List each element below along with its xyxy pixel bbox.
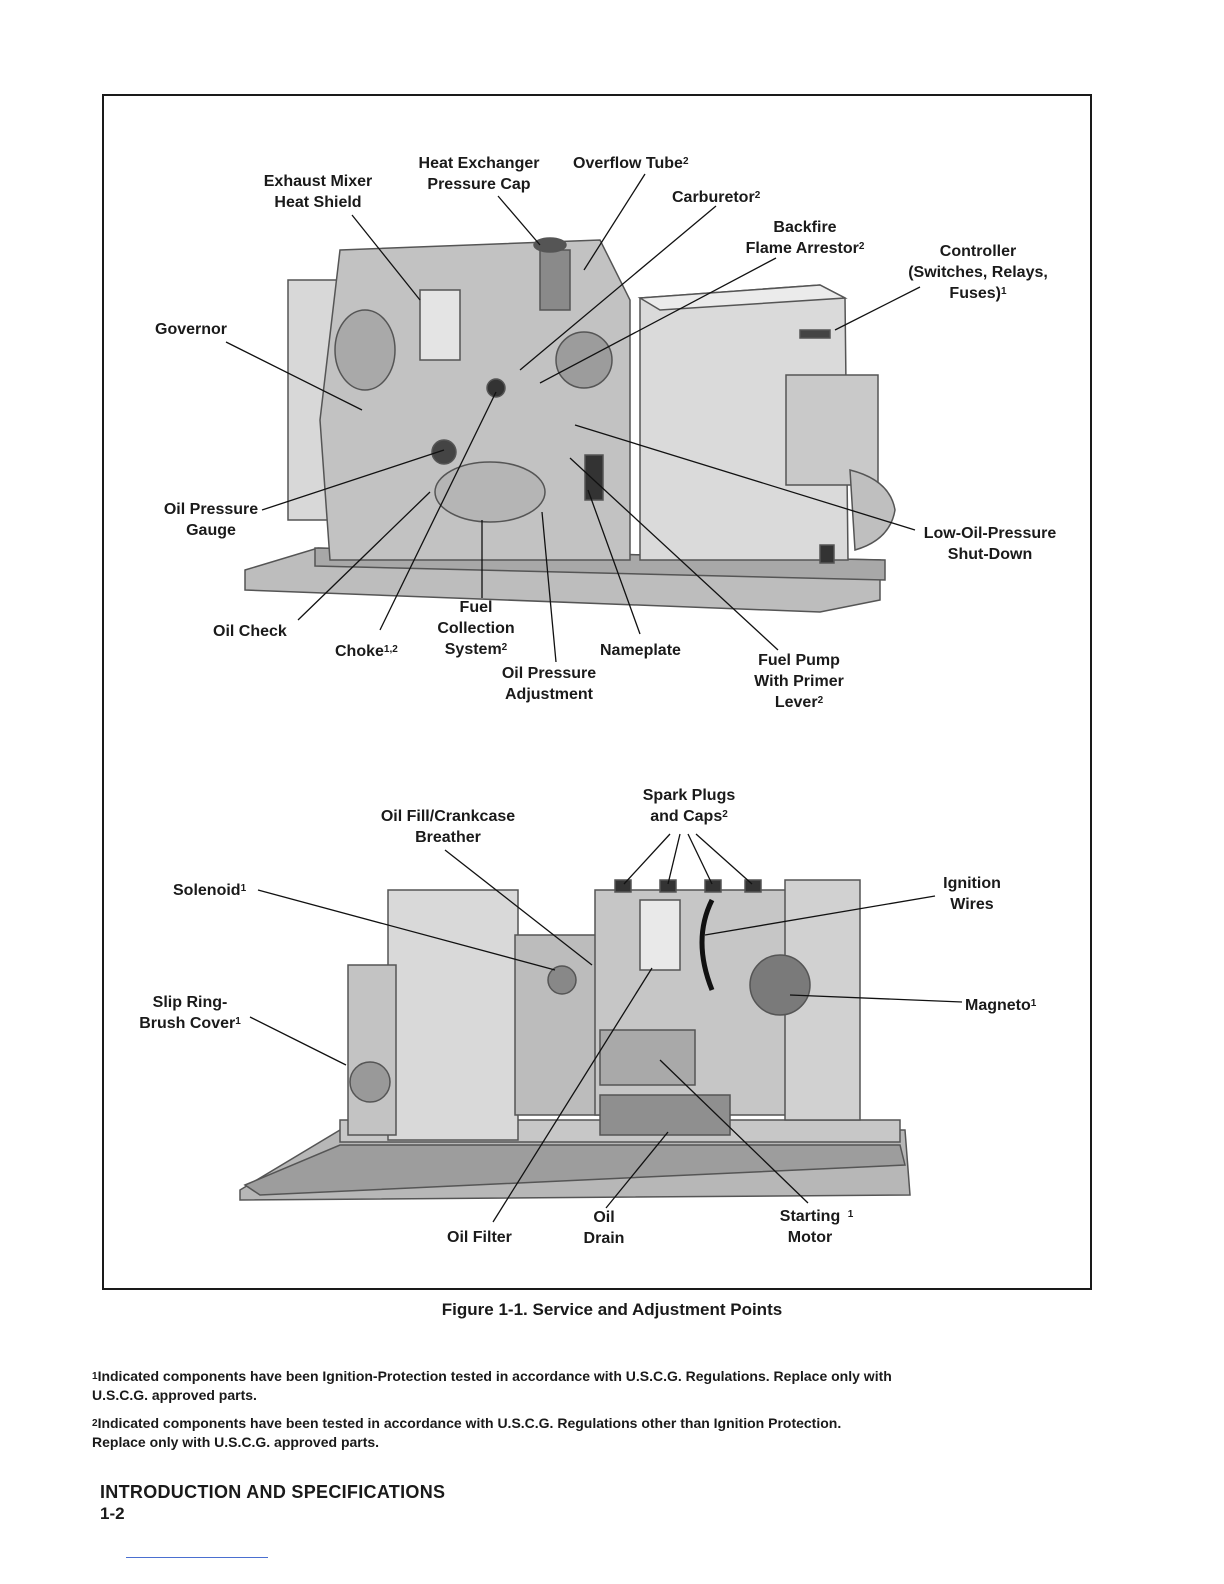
label-backfire-flame-arrestor: Backfire Flame Arrestor2 [745,219,865,257]
label-oil-pressure-adjustment: Oil Pressure Adjustment [501,665,597,703]
label-controller: Controller (Switches, Relays, Fuses)1 [908,243,1048,302]
label-oil-filter: Oil Filter [447,1229,512,1246]
label-overflow-tube: Overflow Tube2 [573,155,689,172]
label-spark-plugs: Spark Plugs and Caps2 [642,787,736,825]
label-low-oil-pressure-shut-down: Low-Oil-Pressure Shut-Down [923,525,1057,563]
label-ignition-wires: Ignition Wires [943,875,1001,913]
top-generator-image [244,237,896,613]
label-magneto: Magneto1 [965,997,1037,1014]
label-slip-ring-brush-cover: Slip Ring- Brush Cover1 [139,994,241,1032]
leader-lines [225,173,963,1223]
footnote-2: 2Indicated components have been tested i… [92,1415,842,1450]
label-choke: Choke1,2 [335,643,398,660]
section-title: INTRODUCTION AND SPECIFICATIONS [100,1482,446,1502]
label-heat-exchanger-pressure-cap: Heat Exchanger Pressure Cap [418,155,540,193]
label-governor: Governor [155,321,228,338]
label-exhaust-mixer-heat-shield: Exhaust Mixer Heat Shield [263,173,373,211]
label-solenoid: Solenoid1 [173,882,247,899]
label-oil-fill-crankcase-breather: Oil Fill/Crankcase Breather [380,808,516,846]
label-fuel-collection-system: Fuel Collection System2 [437,599,515,658]
figure-frame [102,94,1092,1290]
label-oil-check: Oil Check [213,623,287,640]
label-carburetor: Carburetor2 [672,189,761,206]
page-number: 1-2 [100,1504,125,1523]
bottom-generator-image [239,879,911,1201]
footer-rule [126,1557,268,1558]
label-oil-pressure-gauge: Oil Pressure Gauge [163,501,259,539]
figure-caption: Figure 1-1. Service and Adjustment Point… [441,1300,783,1319]
label-oil-drain: Oil Drain [583,1209,625,1247]
label-fuel-pump: Fuel Pump With Primer Lever2 [754,652,844,711]
footnote-1: 1Indicated components have been Ignition… [92,1368,892,1403]
label-nameplate: Nameplate [600,642,681,659]
